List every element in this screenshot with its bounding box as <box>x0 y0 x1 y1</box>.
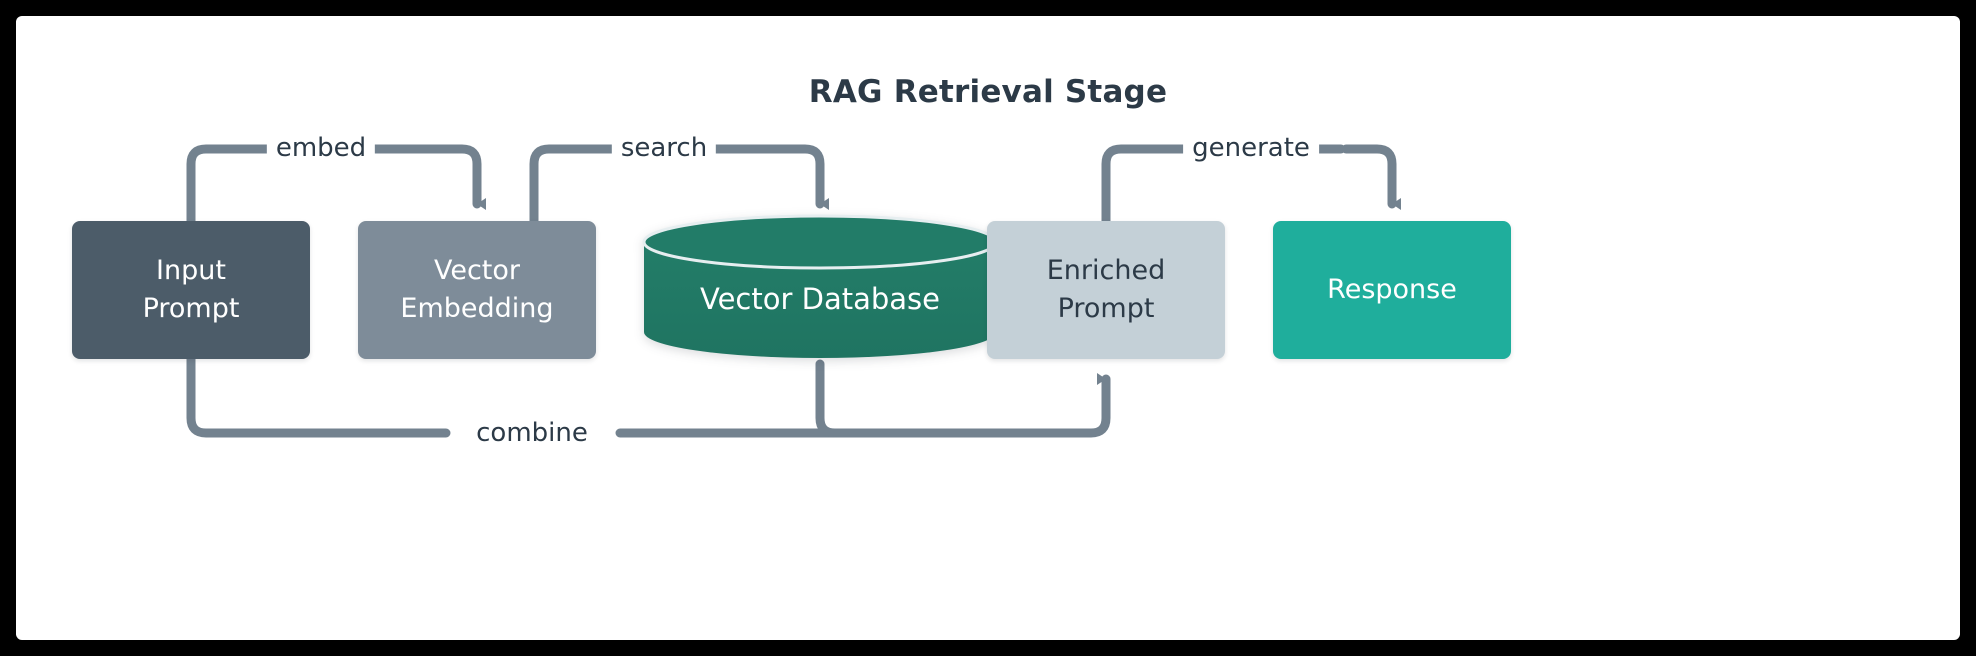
connector-layer <box>186 144 1401 438</box>
node-enriched-prompt-line2: Prompt <box>1057 293 1155 324</box>
edge-combine <box>186 354 1111 438</box>
node-vector-embedding-line1: Vector <box>433 254 521 286</box>
node-enriched-prompt[interactable]: Enriched Prompt <box>987 221 1225 359</box>
cylinder-shape <box>642 214 998 358</box>
node-vector-database[interactable]: Vector Database <box>640 212 1000 364</box>
edge-label-generate: generate <box>1183 135 1319 161</box>
node-input-prompt-line2: Prompt <box>142 293 240 324</box>
edge-search <box>529 144 829 226</box>
edge-label-combine: combine <box>467 420 597 446</box>
node-vector-embedding[interactable]: Vector Embedding <box>358 221 596 359</box>
page-title: RAG Retrieval Stage <box>808 74 1168 110</box>
node-input-prompt-line1: Input <box>156 254 226 286</box>
node-response-line1: Response <box>1327 273 1457 305</box>
edge-embed <box>186 144 486 226</box>
node-input-prompt[interactable]: Input Prompt <box>72 221 310 359</box>
edge-label-search: search <box>611 135 717 161</box>
edge-label-embed: embed <box>266 135 376 161</box>
node-response[interactable]: Response <box>1273 221 1511 359</box>
node-enriched-prompt-line1: Enriched <box>1046 254 1166 286</box>
edge-generate <box>1101 144 1401 226</box>
diagram-canvas: RAG Retrieval Stage <box>16 16 1960 640</box>
node-vector-embedding-line2: Embedding <box>400 293 554 324</box>
